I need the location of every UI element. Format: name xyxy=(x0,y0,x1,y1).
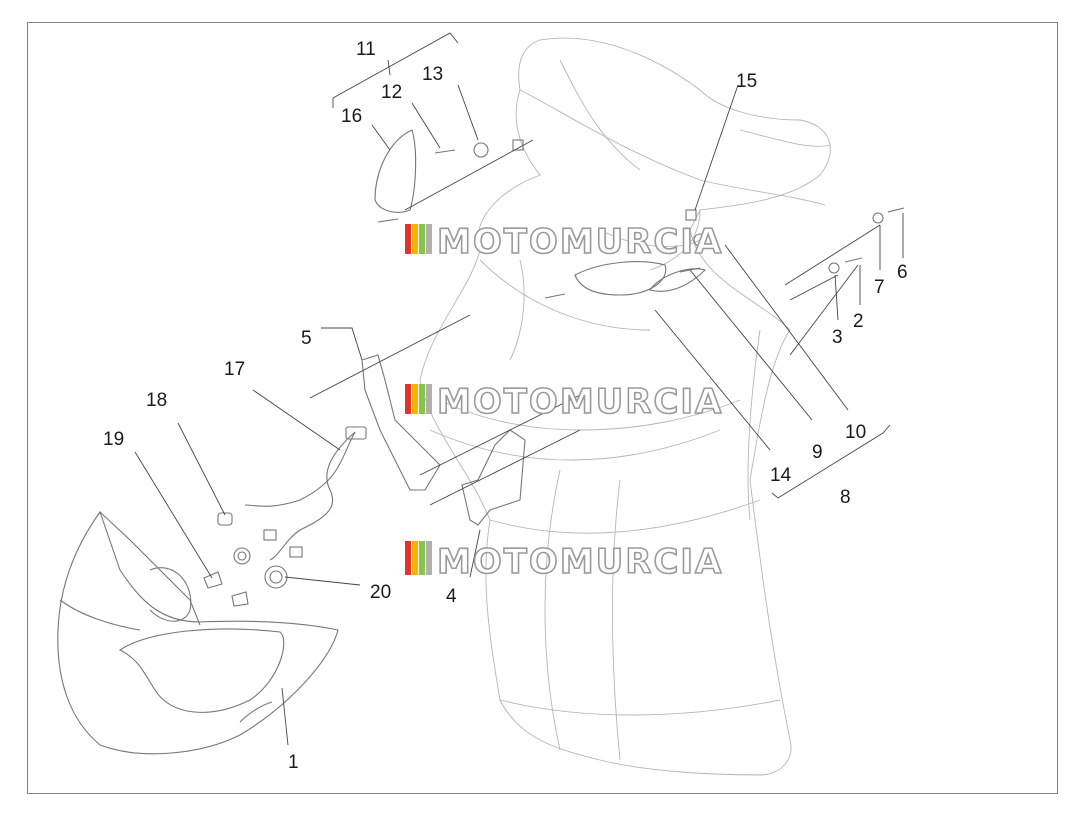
watermark-stripe xyxy=(412,541,418,575)
watermark-stripe xyxy=(419,541,425,575)
watermark-stripe xyxy=(405,541,411,575)
bulbs-and-holders xyxy=(203,512,288,607)
part-label-19: 19 xyxy=(103,429,124,450)
watermark-top: MOTOMURCIA xyxy=(405,221,723,263)
watermark-bottom: MOTOMURCIA xyxy=(405,541,723,583)
part-label-15: 15 xyxy=(736,71,757,92)
part-label-16: 16 xyxy=(341,106,362,127)
part-label-18: 18 xyxy=(146,390,167,411)
part-label-12: 12 xyxy=(381,82,402,103)
watermark-stripe xyxy=(405,384,411,414)
watermark-stripe xyxy=(419,224,425,254)
part-label-9: 9 xyxy=(812,442,823,463)
watermark-stripe xyxy=(426,541,432,575)
headlight-assembly xyxy=(57,510,339,755)
part-label-4: 4 xyxy=(446,586,457,607)
part-label-1: 1 xyxy=(288,752,299,773)
watermark-stripe xyxy=(412,224,418,254)
part-labels: 1 2 3 4 5 6 7 8 9 10 11 12 13 14 15 16 1… xyxy=(103,39,908,773)
part-label-7: 7 xyxy=(874,277,885,298)
part-label-17: 17 xyxy=(224,359,245,380)
part-label-10: 10 xyxy=(845,422,866,443)
part-label-11: 11 xyxy=(356,39,376,60)
watermark-stripe xyxy=(426,224,432,254)
watermark-stripe xyxy=(419,384,425,414)
part-label-20: 20 xyxy=(370,582,391,603)
leader-lines xyxy=(134,32,904,746)
watermark-text: MOTOMURCIA xyxy=(437,542,723,582)
part-label-14: 14 xyxy=(770,465,792,486)
wiring-harness xyxy=(244,426,367,561)
part-label-13: 13 xyxy=(422,64,443,85)
diagram-frame xyxy=(27,22,1058,794)
small-parts xyxy=(374,129,905,299)
watermark-stripe xyxy=(412,384,418,414)
watermark-stripe xyxy=(426,384,432,414)
watermark-text: MOTOMURCIA xyxy=(437,382,723,422)
watermark-stripe xyxy=(405,224,411,254)
brackets xyxy=(361,354,526,526)
part-label-3: 3 xyxy=(832,327,843,348)
part-label-2: 2 xyxy=(853,311,864,332)
front-shield-drawing xyxy=(419,37,831,776)
part-label-5: 5 xyxy=(301,328,312,349)
part-label-8: 8 xyxy=(840,487,851,508)
watermark-text: MOTOMURCIA xyxy=(437,222,723,262)
watermark-middle: MOTOMURCIA xyxy=(405,381,723,423)
part-label-6: 6 xyxy=(897,262,908,283)
